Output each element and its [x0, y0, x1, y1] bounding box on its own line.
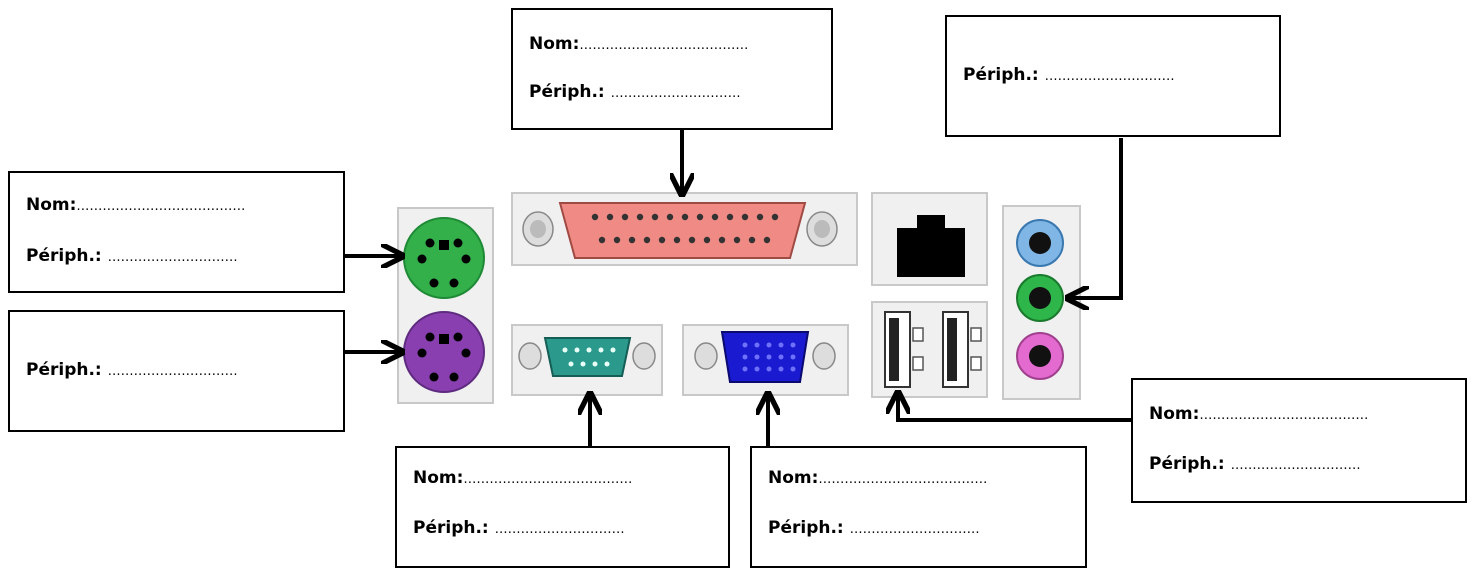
device-blank[interactable]: …………………………: [610, 86, 741, 101]
arrow-usb: [898, 395, 1131, 422]
usb-ports: [871, 301, 988, 398]
name-blank[interactable]: …………………………………: [1199, 408, 1369, 423]
label-box-ps2-mouse: Périph.: …………………………: [8, 310, 345, 432]
device-blank[interactable]: …………………………: [107, 250, 238, 265]
name-label: Nom:: [413, 468, 464, 488]
name-blank[interactable]: …………………………………: [76, 199, 246, 214]
device-line: Périph.: …………………………: [963, 65, 1175, 85]
device-line: Périph.: …………………………: [1149, 454, 1361, 474]
device-line: Périph.: …………………………: [26, 246, 238, 266]
label-box-ps2-keyboard: Nom:………………………………… Périph.: …………………………: [8, 171, 345, 293]
ps2-mouse-port: [403, 311, 485, 393]
label-box-audio: Périph.: …………………………: [945, 15, 1281, 137]
device-label: Périph.:: [1149, 454, 1225, 474]
audio-jack-pink: [1016, 332, 1064, 380]
label-box-vga: Nom:………………………………… Périph.: …………………………: [750, 446, 1087, 568]
device-line: Périph.: …………………………: [26, 360, 238, 380]
name-label: Nom:: [1149, 404, 1200, 424]
name-label: Nom:: [768, 468, 819, 488]
audio-jacks: [1002, 205, 1081, 400]
usb-port-2: [942, 311, 982, 388]
label-box-parallel: Nom:………………………………… Périph.: …………………………: [511, 8, 833, 130]
device-label: Périph.:: [529, 82, 605, 102]
serial-port: [511, 324, 663, 396]
arrows: [345, 130, 1131, 446]
ps2-keyboard-port: [403, 217, 485, 299]
name-line: Nom:…………………………………: [1149, 404, 1368, 424]
device-blank[interactable]: …………………………: [1044, 69, 1175, 84]
device-line: Périph.: …………………………: [768, 518, 980, 538]
usb-port-1: [884, 311, 924, 388]
vga-port: [682, 324, 849, 396]
ethernet-port: [871, 192, 988, 286]
name-blank[interactable]: …………………………………: [579, 38, 749, 53]
device-label: Périph.:: [26, 246, 102, 266]
device-line: Périph.: …………………………: [413, 518, 625, 538]
label-box-serial: Nom:………………………………… Périph.: …………………………: [395, 446, 730, 568]
name-blank[interactable]: …………………………………: [463, 472, 633, 487]
audio-jack-green: [1016, 274, 1064, 322]
device-blank[interactable]: …………………………: [1230, 458, 1361, 473]
name-line: Nom:…………………………………: [529, 34, 748, 54]
arrow-audio: [1070, 138, 1123, 298]
ps2-ports: [397, 207, 494, 404]
audio-jack-blue: [1016, 219, 1064, 267]
device-label: Périph.:: [413, 518, 489, 538]
name-line: Nom:…………………………………: [26, 195, 245, 215]
name-label: Nom:: [26, 195, 77, 215]
device-blank[interactable]: …………………………: [494, 522, 625, 537]
name-line: Nom:…………………………………: [413, 468, 632, 488]
device-label: Périph.:: [768, 518, 844, 538]
name-blank[interactable]: …………………………………: [818, 472, 988, 487]
parallel-port: [511, 192, 858, 266]
device-blank[interactable]: …………………………: [849, 522, 980, 537]
device-line: Périph.: …………………………: [529, 82, 741, 102]
name-line: Nom:…………………………………: [768, 468, 987, 488]
device-label: Périph.:: [963, 65, 1039, 85]
label-box-usb: Nom:………………………………… Périph.: …………………………: [1131, 378, 1467, 503]
name-label: Nom:: [529, 34, 580, 54]
device-blank[interactable]: …………………………: [107, 364, 238, 379]
device-label: Périph.:: [26, 360, 102, 380]
